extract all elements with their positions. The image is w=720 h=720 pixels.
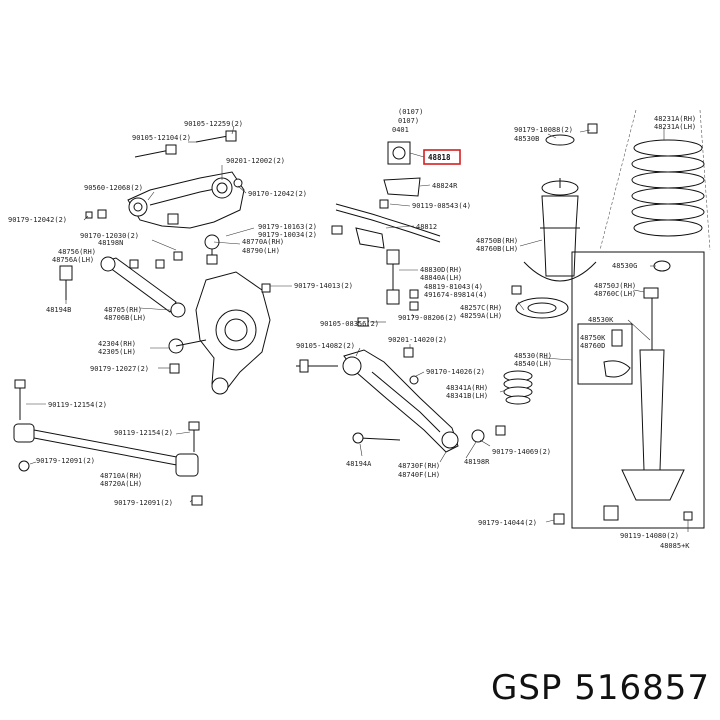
part-number-labels: 90105-12259(2) 90105-12104(2) 90201-1200… [8, 108, 696, 550]
part-label: 48231A(RH) [654, 115, 696, 123]
part-label: 90179-14013(2) [294, 282, 353, 290]
part-label: 90201-12002(2) [226, 157, 285, 165]
part-label: 90201-14020(2) [388, 336, 447, 344]
ball-joint-upper [204, 234, 220, 265]
part-label: 90119-08543(4) [412, 202, 471, 210]
lower-arm-48710A [13, 379, 203, 506]
part-label: 48750J(RH) [594, 282, 636, 290]
part-label: 42304(RH) [98, 340, 136, 348]
part-label: 48819-81043(4) [424, 283, 483, 291]
part-label: 48530K [588, 316, 614, 324]
part-label: 48756(RH) [58, 248, 96, 256]
part-label: 90179-12027(2) [90, 365, 149, 373]
part-label: 48530B [514, 135, 539, 143]
part-label: 90105-12259(2) [184, 120, 243, 128]
part-label: 48750B(RH) [476, 237, 518, 245]
part-label: 48730F(RH) [398, 462, 440, 470]
part-label: 90560-12068(2) [84, 184, 143, 192]
part-label: 90179-10034(2) [258, 231, 317, 239]
part-label: 48257C(RH) [460, 304, 502, 312]
part-label: 48341B(LH) [446, 392, 488, 400]
part-label: 48824R [432, 182, 458, 190]
part-label: 90119-12154(2) [114, 429, 173, 437]
part-label: 0401 [392, 126, 409, 134]
part-label: 90179-10088(2) [514, 126, 573, 134]
coil-spring [599, 109, 711, 251]
part-label: 90105-08356(2) [320, 320, 379, 328]
part-label: 48760B(LH) [476, 245, 518, 253]
part-label: (0107) [398, 108, 423, 116]
part-label: 90179-10163(2) [258, 223, 317, 231]
part-label: 48085+K [660, 542, 690, 550]
part-label: 491674-89814(4) [424, 291, 487, 299]
part-label: 90179-12091(2) [36, 457, 95, 465]
part-label: 48720A(LH) [100, 480, 142, 488]
leader-lines [26, 125, 689, 532]
part-label: 90179-14044(2) [478, 519, 537, 527]
shock-absorber-upper [511, 123, 598, 319]
part-label: 48790(LH) [242, 247, 280, 255]
part-label: 48760D [580, 342, 605, 350]
part-label: 48194A [346, 460, 372, 468]
part-label: 90179-14069(2) [492, 448, 551, 456]
part-label: 48840A(LH) [420, 274, 462, 282]
bump-stop [503, 370, 533, 405]
part-label: 90105-12104(2) [132, 134, 191, 142]
part-label: 90170-12042(2) [248, 190, 307, 198]
lower-link-48705 [59, 256, 186, 318]
part-label: 90119-12154(2) [48, 401, 107, 409]
part-label: 90105-14082(2) [296, 342, 355, 350]
part-label-highlighted: 48818 [428, 153, 451, 162]
part-label: 90179-08206(2) [398, 314, 457, 322]
highlight-box [423, 149, 461, 165]
part-label: 48770A(RH) [242, 238, 284, 246]
part-label: 90179-12091(2) [114, 499, 173, 507]
upper-arm-bolts [85, 130, 243, 261]
stabilizer-link [357, 249, 419, 327]
part-label: 48198R [464, 458, 490, 466]
part-label: 48740F(LH) [398, 471, 440, 479]
part-label: 48830D(RH) [420, 266, 462, 274]
part-label: 48760C(LH) [594, 290, 636, 298]
part-label: 48710A(RH) [100, 472, 142, 480]
part-label: 48530G [612, 262, 637, 270]
part-label: 90170-12030(2) [80, 232, 139, 240]
part-label: 48812 [416, 223, 437, 231]
part-label: 48705(RH) [104, 306, 142, 314]
part-label: 48231A(LH) [654, 123, 696, 131]
part-label: 90119-14080(2) [620, 532, 679, 540]
part-label: 48194B [46, 306, 71, 314]
part-label: 48750K [580, 334, 606, 342]
rear-axle-carrier [168, 271, 271, 395]
part-label: 90170-14026(2) [426, 368, 485, 376]
upper-control-arm [127, 171, 245, 229]
part-label: 48341A(RH) [446, 384, 488, 392]
part-label: 48706B(LH) [104, 314, 146, 322]
part-label: 48530(RH) [514, 352, 552, 360]
part-label: 48198N [98, 239, 123, 247]
part-label: 0107) [398, 117, 419, 125]
part-label: 48259A(LH) [460, 312, 502, 320]
part-label: 48756A(LH) [52, 256, 94, 264]
part-label: 90179-12042(2) [8, 216, 67, 224]
part-label: 48540(LH) [514, 360, 552, 368]
stabilizer-bar [331, 141, 441, 249]
part-label: 42305(LH) [98, 348, 136, 356]
trailing-arm-48730F [296, 347, 506, 453]
strut-assembly [553, 251, 705, 529]
product-caption: GSP 516857 [490, 668, 710, 708]
